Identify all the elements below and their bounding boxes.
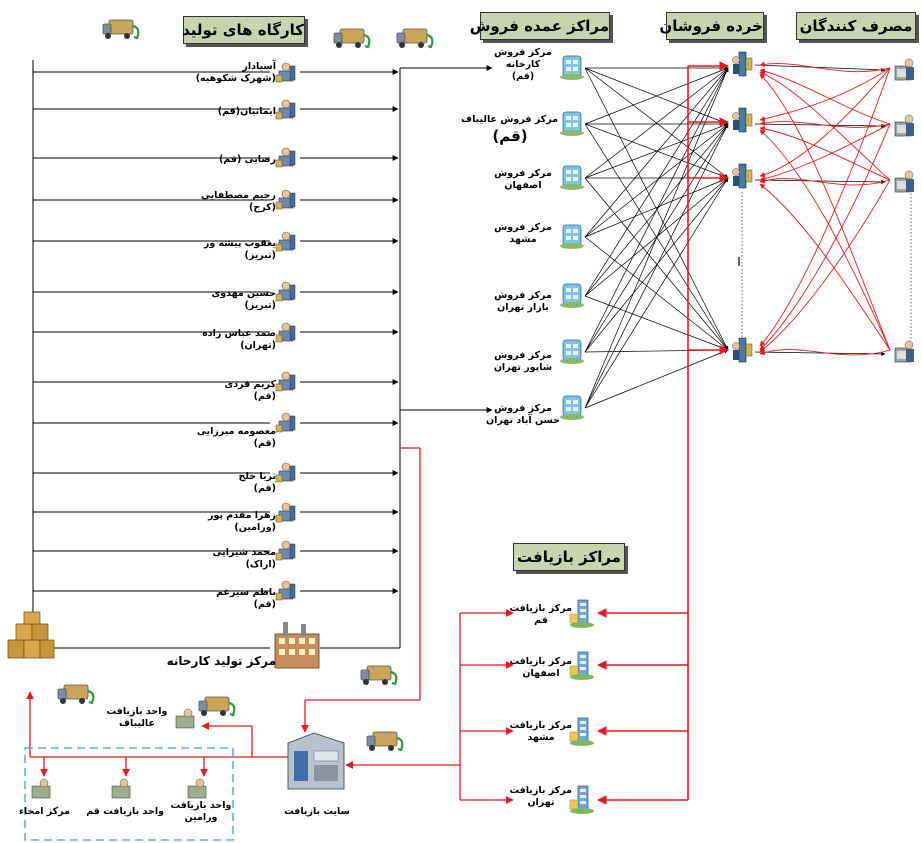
wholesale-retail-mesh xyxy=(584,65,729,409)
store-icon xyxy=(559,339,585,365)
store-icon xyxy=(559,283,585,309)
truck-icon xyxy=(332,27,371,50)
workshop-icon xyxy=(275,99,296,120)
header-wholesale: مراکز عمده فروش xyxy=(470,12,610,40)
workshop-label: رحیم مصطفایی(کرج) xyxy=(200,190,276,213)
consumer-icon xyxy=(894,340,915,363)
workshop-icon xyxy=(275,371,296,392)
recycle-unit-icon xyxy=(187,778,207,799)
workshop-label: معصومه میرزایی(قم) xyxy=(196,426,276,449)
workshop-icon xyxy=(275,231,296,252)
workshop-label: زهرا مقدم پور(ورامین) xyxy=(208,510,276,533)
workshop-label: صمد عباس زاده(تهران) xyxy=(202,328,276,351)
bottom-unit-label: واحد بازیافت قم xyxy=(86,806,164,817)
workshop-icon xyxy=(275,412,296,433)
recycle-building-icon xyxy=(569,599,595,629)
store-icon xyxy=(559,111,585,137)
consumer-icon xyxy=(894,58,915,81)
workshop-icon xyxy=(275,62,296,83)
workshop-flow-lines xyxy=(32,60,493,649)
workshop-label: حسین مهدوی(تبریز) xyxy=(211,288,276,311)
workshop-icon xyxy=(275,540,296,561)
retailer-icon xyxy=(732,107,753,133)
consumer-icon xyxy=(894,170,915,193)
truck-icon xyxy=(101,18,140,41)
wholesale-label: مرکز فروش عالیباف(قم) xyxy=(461,114,558,145)
recycle-unit-icon xyxy=(111,778,131,799)
workshop-icon xyxy=(275,462,296,483)
store-icon xyxy=(559,55,585,81)
workshop-icon xyxy=(275,281,296,302)
workshop-icon xyxy=(275,580,296,601)
truck-icon xyxy=(395,27,434,50)
store-icon xyxy=(559,224,585,250)
workshop-label: محمد شیرایی(اراک) xyxy=(212,547,276,570)
workshop-label: کریم فردی(قم) xyxy=(224,379,276,402)
recycling-site-icon xyxy=(287,732,345,790)
recycle-unit-icon xyxy=(31,778,51,799)
truck-icon xyxy=(365,730,404,753)
header-retailers: خرده فروشان xyxy=(659,12,764,40)
recycle-building-icon xyxy=(569,717,595,747)
retailer-icon xyxy=(732,51,753,77)
workshop-icon xyxy=(275,189,296,210)
workshop-label: آسیادار(شهرک شکوهیه) xyxy=(195,61,276,84)
workshop-icon xyxy=(275,322,296,343)
header-workshops: کارگاه های تولید xyxy=(182,16,305,44)
store-icon xyxy=(559,395,585,421)
recycle-unit-icon xyxy=(175,708,195,729)
store-icon xyxy=(559,165,585,191)
boxes-icon xyxy=(7,611,55,659)
workshop-label: یعقوب پیشه ور(تبریز) xyxy=(203,238,276,261)
workshop-label: رضایی (قم) xyxy=(218,154,276,165)
factory-label: مرکز تولید کارخانه xyxy=(166,654,276,668)
header-consumers: مصرف کنندگان xyxy=(796,12,916,40)
retailer-dotted-links xyxy=(741,190,912,340)
recycle-to-site xyxy=(26,447,514,804)
workshop-label: ایمانیان(قم) xyxy=(217,106,276,117)
reverse-mesh xyxy=(759,61,891,356)
consumer-icon xyxy=(894,114,915,137)
truck-icon xyxy=(359,664,398,687)
disposal-units-box xyxy=(24,747,234,841)
recycle-building-icon xyxy=(569,651,595,681)
reverse-spine xyxy=(597,61,729,805)
factory-icon xyxy=(274,622,320,669)
retailer-icon xyxy=(732,163,753,189)
recycling-site-label: سایت بازیافت xyxy=(284,806,350,817)
bottom-unit-label: مرکز امحاء xyxy=(19,806,70,817)
workshop-icon xyxy=(275,147,296,168)
workshop-icon xyxy=(275,502,296,523)
retailer-icon xyxy=(732,337,753,363)
header-recycling-centers: مراکز بازیافت xyxy=(513,543,625,571)
truck-icon xyxy=(197,695,236,718)
recycle-building-icon xyxy=(569,785,595,815)
truck-icon xyxy=(56,683,95,706)
workshop-label: ثریا خلج(قم) xyxy=(238,471,277,494)
workshop-label: ناظم سیرغم(قم) xyxy=(216,587,276,610)
